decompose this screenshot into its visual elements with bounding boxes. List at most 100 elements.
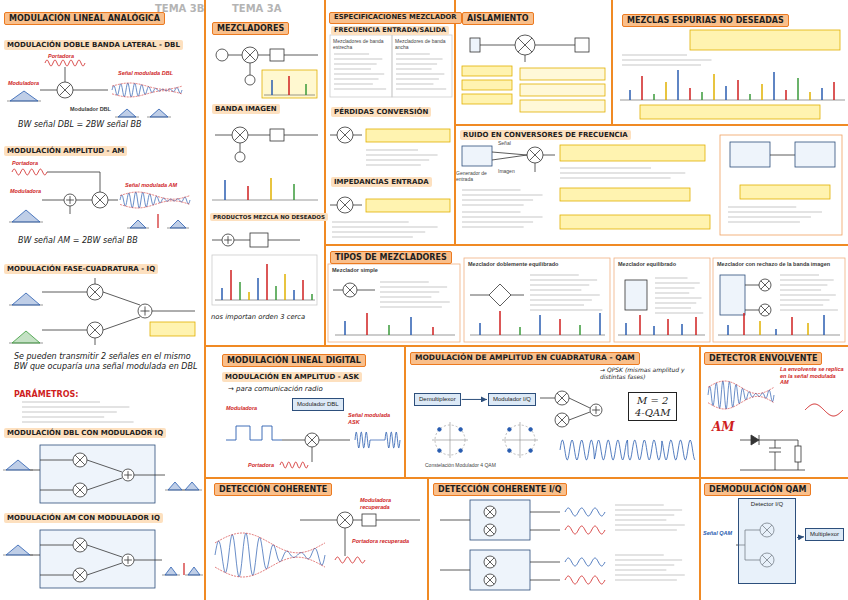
wire bbox=[293, 290, 295, 300]
wire bbox=[530, 274, 579, 275]
wire bbox=[761, 84, 763, 100]
wire bbox=[65, 67, 66, 82]
wire bbox=[312, 447, 313, 462]
wire bbox=[228, 55, 242, 56]
wire bbox=[103, 292, 140, 305]
wire bbox=[332, 236, 413, 237]
wire bbox=[319, 440, 350, 441]
wire bbox=[248, 292, 250, 300]
wire bbox=[677, 70, 679, 100]
wire bbox=[780, 279, 834, 280]
load-block bbox=[575, 38, 589, 52]
wire bbox=[70, 206, 71, 214]
waveform bbox=[280, 462, 308, 468]
formula-box bbox=[740, 185, 830, 199]
wire bbox=[284, 55, 318, 56]
wire bbox=[713, 74, 715, 100]
subsection-heading: MODULACIÓN AM CON MODULADOR IQ bbox=[4, 513, 163, 523]
wire bbox=[432, 327, 434, 335]
node-text: MODULACIÓN EN AMPLITUD - ASK bbox=[225, 373, 359, 381]
connector-arrow bbox=[797, 536, 804, 538]
wire bbox=[22, 416, 104, 417]
wire bbox=[785, 90, 787, 100]
wire bbox=[615, 574, 685, 575]
wire bbox=[780, 304, 823, 305]
wire bbox=[759, 435, 760, 445]
mixer-symbol bbox=[94, 194, 105, 205]
wire bbox=[450, 422, 451, 458]
formula-box bbox=[560, 145, 705, 161]
filter-block bbox=[362, 514, 376, 526]
wire bbox=[103, 317, 140, 330]
section-heading: AISLAMIENTO bbox=[462, 12, 534, 25]
formula-box bbox=[520, 68, 605, 80]
detector-block bbox=[470, 500, 530, 540]
envelope bbox=[112, 91, 182, 97]
wire bbox=[775, 440, 776, 448]
wire bbox=[540, 398, 555, 399]
wire bbox=[87, 563, 122, 575]
wire bbox=[40, 460, 73, 461]
wire bbox=[535, 45, 575, 46]
section-divider bbox=[325, 244, 848, 246]
node-text: ESPECIFICACIONES MEZCLADOR bbox=[334, 14, 457, 22]
wire bbox=[462, 199, 533, 200]
wire bbox=[22, 406, 129, 407]
wire bbox=[535, 163, 536, 172]
input-generator bbox=[462, 146, 492, 166]
formula-box bbox=[366, 199, 450, 212]
node-text: MODULACIÓN LINEAL DIGITAL bbox=[227, 356, 361, 365]
envelope bbox=[708, 381, 774, 394]
node-text: MODULACIÓN FASE-CUADRATURA - IQ bbox=[7, 265, 155, 273]
wire bbox=[560, 172, 685, 173]
wire bbox=[530, 309, 602, 310]
wire bbox=[157, 214, 158, 228]
node-text: MODULACIÓN LINEAL ANALÓGICA bbox=[9, 14, 160, 23]
mixer-symbol bbox=[343, 283, 357, 297]
wire bbox=[357, 290, 375, 291]
signal-label: La envolvente se replica en la señal mod… bbox=[780, 366, 844, 386]
mixer-symbol bbox=[529, 149, 540, 160]
signal-label: Generador de entrada bbox=[456, 170, 500, 182]
signal-label: Mezclador doblemente equilibrado bbox=[468, 261, 558, 268]
mixer-symbol bbox=[337, 197, 353, 213]
node-text: TIPOS DE MEZCLADORES bbox=[335, 253, 447, 262]
wire bbox=[266, 264, 268, 300]
mixer-symbol bbox=[73, 453, 87, 467]
section-heading: DETECCIÓN COHERENTE I/Q bbox=[433, 483, 567, 496]
wire bbox=[134, 475, 165, 476]
wire bbox=[530, 530, 560, 531]
wire bbox=[333, 290, 343, 291]
wire bbox=[330, 135, 337, 136]
wire bbox=[380, 301, 450, 302]
local-oscillator bbox=[235, 152, 245, 162]
node-text: DEMODULACIÓN QAM bbox=[709, 485, 806, 494]
spectrum-box bbox=[212, 255, 317, 305]
subsection-heading: IMPEDANCIAS ENTRADA bbox=[331, 177, 432, 187]
mixer-symbol bbox=[515, 35, 535, 55]
wire bbox=[655, 302, 696, 303]
handwritten-note: → QPSK (mismas amplitud y distintas fase… bbox=[600, 366, 696, 380]
wire bbox=[655, 297, 702, 298]
wire bbox=[615, 519, 666, 520]
formula-box bbox=[150, 322, 195, 336]
spectrum-shape bbox=[185, 482, 199, 490]
wire bbox=[667, 319, 669, 335]
wire bbox=[780, 294, 836, 295]
wire bbox=[530, 279, 597, 280]
wire bbox=[248, 135, 270, 136]
subsection-heading: PÉRDIDAS CONVERSIÓN bbox=[331, 107, 431, 117]
signal-label: Mezclador equilibrado bbox=[618, 261, 676, 268]
wire bbox=[821, 88, 823, 100]
subsection-heading: MODULACIÓN DOBLE BANDA LATERAL - DBL bbox=[4, 40, 183, 50]
wire bbox=[221, 288, 223, 300]
wire bbox=[284, 274, 286, 300]
am-waveform bbox=[708, 381, 774, 409]
node-text: BANDA IMAGEN bbox=[215, 105, 277, 113]
wire bbox=[87, 460, 122, 472]
mixer-symbol bbox=[486, 526, 494, 534]
waveform bbox=[45, 60, 85, 66]
waveform bbox=[335, 557, 365, 563]
wire bbox=[380, 296, 431, 297]
wire bbox=[525, 55, 526, 62]
